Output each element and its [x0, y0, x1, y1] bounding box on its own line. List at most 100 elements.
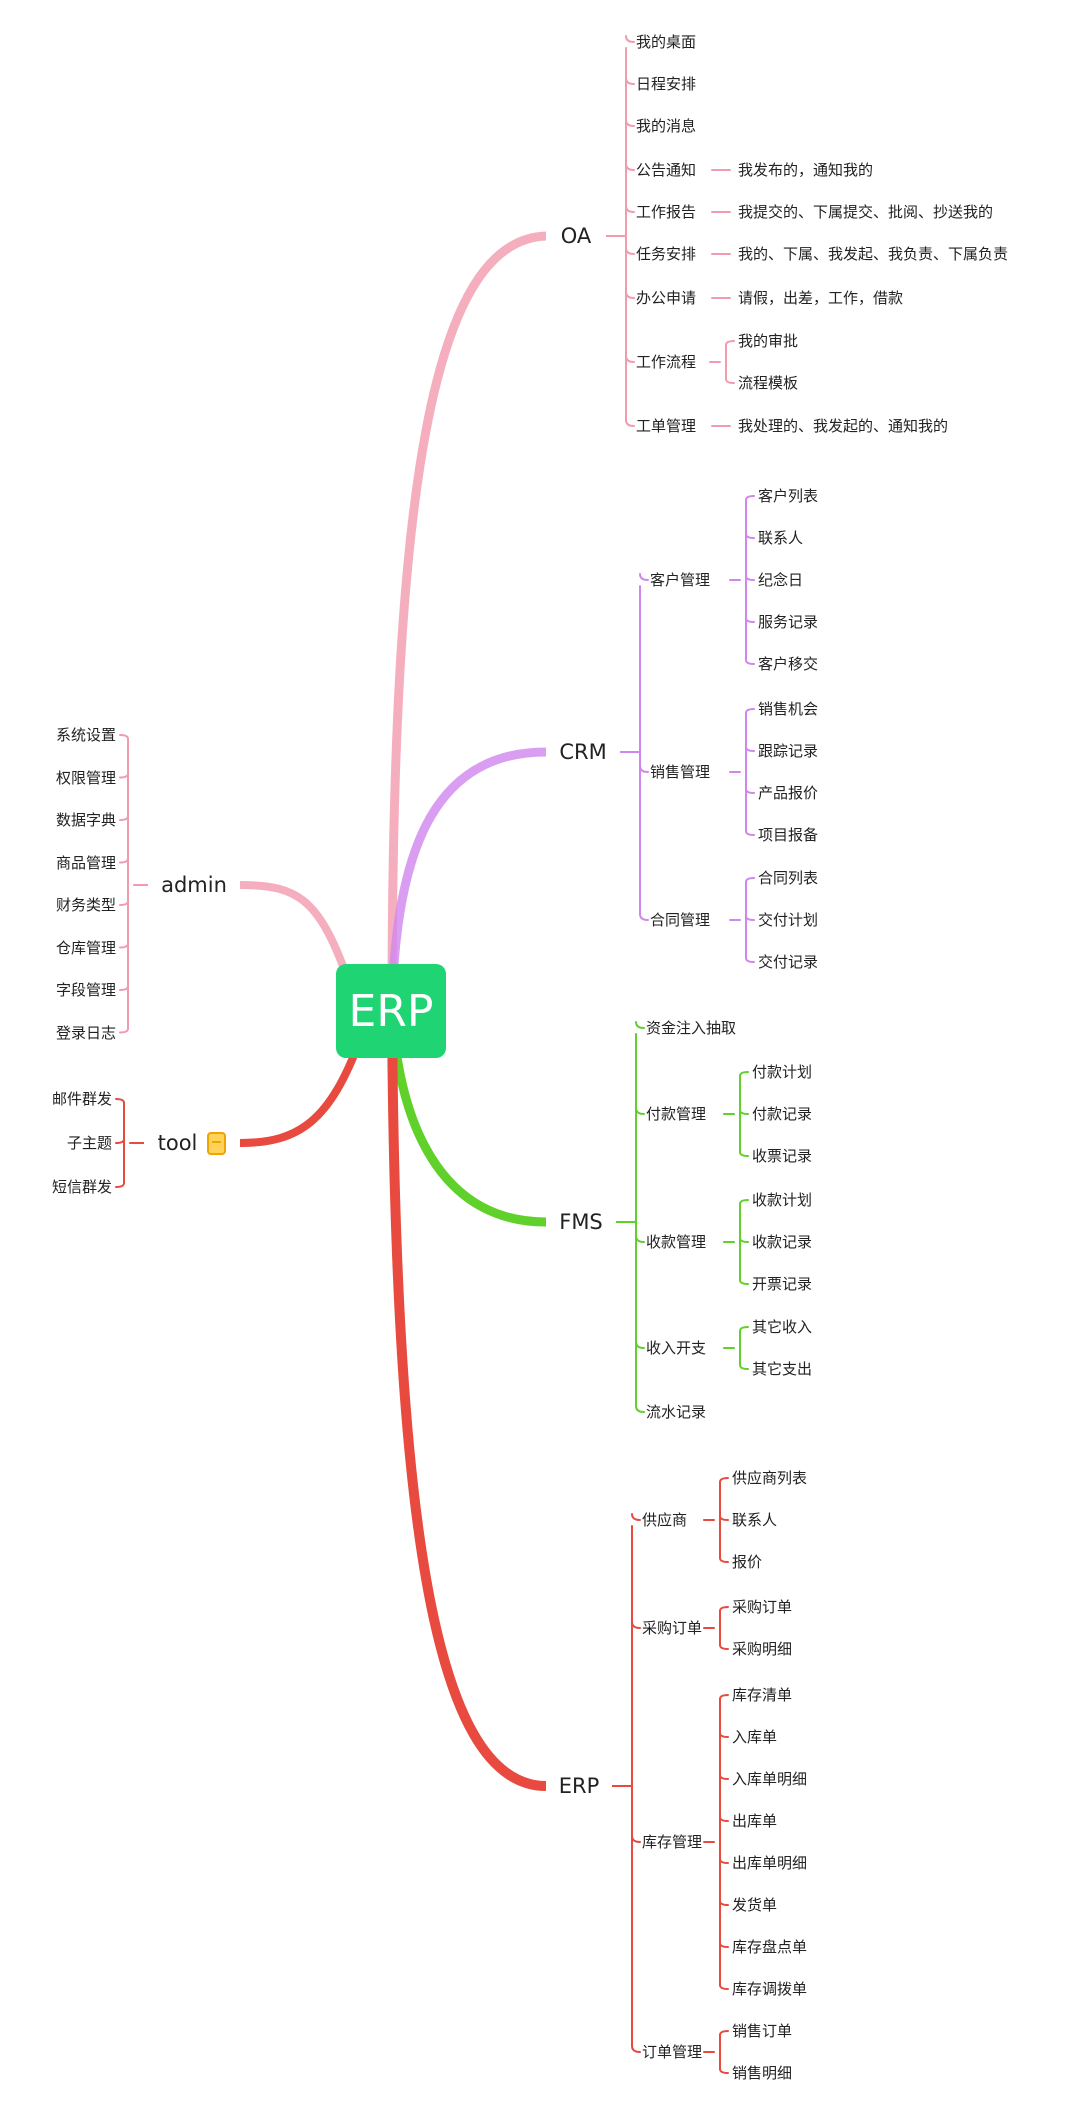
child-erp-2-2[interactable]: 入库单明细 — [732, 1770, 808, 1788]
child-crm-2-2[interactable]: 交付记录 — [758, 953, 819, 971]
child-stem-fms-3-1 — [739, 1364, 749, 1370]
child-erp-0-1[interactable]: 联系人 — [732, 1511, 778, 1529]
child-fms-2-1[interactable]: 收款记录 — [752, 1233, 813, 1251]
left-item-admin-0[interactable]: 系统设置 — [55, 726, 116, 744]
left-stem-tool-1 — [115, 1138, 125, 1144]
item-erp-2[interactable]: 库存管理 — [642, 1833, 703, 1851]
child-fms-2-2[interactable]: 开票记录 — [752, 1275, 813, 1293]
branch-node-tool[interactable]: tool — [144, 1118, 240, 1168]
child-crm-2-0[interactable]: 合同列表 — [758, 869, 819, 887]
child-crm-1-3[interactable]: 项目报备 — [758, 826, 819, 844]
child-fms-1-0[interactable]: 付款计划 — [752, 1063, 813, 1081]
child-fms-2-0[interactable]: 收款计划 — [752, 1191, 813, 1209]
item-erp-1[interactable]: 采购订单 — [642, 1619, 703, 1637]
left-item-admin-7[interactable]: 登录日志 — [55, 1023, 116, 1042]
child-erp-3-0[interactable]: 销售订单 — [732, 2022, 793, 2040]
child-crm-1-2[interactable]: 产品报价 — [758, 784, 819, 802]
child-erp-2-3[interactable]: 出库单 — [732, 1812, 778, 1830]
child-oa-7-1[interactable]: 流程模板 — [738, 374, 799, 392]
child-oa-5-0[interactable]: 我的、下属、我发起、我负责、下属负责 — [738, 245, 1009, 263]
item-oa-0[interactable]: 我的桌面 — [636, 33, 697, 51]
child-erp-1-0[interactable]: 采购订单 — [732, 1598, 793, 1616]
item-oa-1[interactable]: 日程安排 — [636, 75, 697, 93]
child-erp-2-4[interactable]: 出库单明细 — [732, 1854, 808, 1872]
child-oa-6-0[interactable]: 请假，出差，工作，借款 — [738, 289, 904, 307]
item-oa-7[interactable]: 工作流程 — [636, 353, 697, 371]
child-erp-2-0[interactable]: 库存清单 — [732, 1686, 793, 1704]
left-stem-admin-0 — [119, 734, 129, 740]
ribbon-tool — [236, 1036, 364, 1147]
left-item-admin-2[interactable]: 数据字典 — [55, 811, 116, 829]
stem-oa-4 — [625, 205, 635, 213]
child-crm-0-4[interactable]: 客户移交 — [758, 655, 819, 673]
item-erp-0[interactable]: 供应商 — [642, 1511, 688, 1529]
item-oa-4[interactable]: 工作报告 — [636, 203, 697, 221]
child-crm-0-2[interactable]: 纪念日 — [758, 571, 804, 589]
child-erp-3-1[interactable]: 销售明细 — [732, 2064, 793, 2082]
note-icon — [207, 1131, 227, 1155]
child-erp-2-5[interactable]: 发货单 — [732, 1896, 778, 1914]
child-stem-erp-0-0 — [719, 1477, 729, 1483]
child-oa-3-0[interactable]: 我发布的，通知我的 — [738, 161, 874, 179]
item-oa-3[interactable]: 公告通知 — [636, 161, 697, 179]
child-fms-1-2[interactable]: 收票记录 — [752, 1147, 813, 1165]
child-crm-1-0[interactable]: 销售机会 — [758, 700, 819, 718]
item-crm-1[interactable]: 销售管理 — [650, 763, 711, 781]
item-fms-2[interactable]: 收款管理 — [646, 1233, 707, 1251]
child-oa-4-0[interactable]: 我提交的、下属提交、批阅、抄送我的 — [738, 203, 994, 221]
item-fms-3[interactable]: 收入开支 — [646, 1339, 707, 1357]
left-item-admin-6[interactable]: 字段管理 — [55, 981, 116, 999]
branch-label-oa: OA — [560, 224, 592, 248]
branch-node-fms[interactable]: FMS — [546, 1198, 616, 1246]
item-oa-2[interactable]: 我的消息 — [636, 117, 697, 135]
left-stem-admin-7 — [119, 1027, 129, 1034]
child-fms-3-0[interactable]: 其它收入 — [752, 1318, 813, 1336]
stem-fms-2 — [635, 1235, 645, 1243]
child-crm-2-1[interactable]: 交付计划 — [758, 911, 819, 929]
child-fms-1-1[interactable]: 付款记录 — [752, 1105, 813, 1123]
child-crm-0-0[interactable]: 客户列表 — [758, 487, 819, 505]
child-erp-0-0[interactable]: 供应商列表 — [732, 1469, 808, 1487]
left-item-tool-0[interactable]: 邮件群发 — [51, 1090, 112, 1108]
item-oa-6[interactable]: 办公申请 — [636, 289, 697, 307]
branch-node-admin[interactable]: admin — [148, 860, 240, 910]
child-crm-0-3[interactable]: 服务记录 — [758, 613, 819, 631]
child-oa-7-0[interactable]: 我的审批 — [738, 332, 799, 350]
item-fms-1[interactable]: 付款管理 — [646, 1105, 707, 1123]
item-oa-5[interactable]: 任务安排 — [636, 245, 697, 263]
child-erp-2-7[interactable]: 库存调拨单 — [732, 1980, 808, 1998]
child-stem-erp-1-1 — [719, 1644, 729, 1650]
child-erp-1-1[interactable]: 采购明细 — [732, 1640, 793, 1658]
child-oa-8-0[interactable]: 我处理的、我发起的、通知我的 — [738, 417, 949, 435]
child-erp-2-1[interactable]: 入库单 — [732, 1728, 778, 1746]
left-item-admin-3[interactable]: 商品管理 — [55, 853, 116, 872]
left-stem-admin-1 — [119, 772, 129, 779]
child-crm-0-1[interactable]: 联系人 — [758, 529, 804, 547]
child-crm-1-1[interactable]: 跟踪记录 — [758, 742, 819, 760]
branch-label-crm: CRM — [559, 740, 607, 764]
left-item-admin-5[interactable]: 仓库管理 — [55, 938, 116, 957]
child-erp-0-2[interactable]: 报价 — [732, 1553, 763, 1571]
ribbon-admin — [236, 881, 354, 989]
branch-node-oa[interactable]: OA — [546, 212, 606, 260]
item-crm-2[interactable]: 合同管理 — [650, 911, 711, 929]
branch-node-erp[interactable]: ERP — [546, 1762, 612, 1810]
left-item-tool-1[interactable]: 子主题 — [66, 1134, 112, 1152]
child-stem-erp-2-1 — [719, 1732, 729, 1738]
left-item-admin-4[interactable]: 财务类型 — [55, 896, 116, 914]
item-crm-0[interactable]: 客户管理 — [650, 571, 711, 589]
child-erp-2-6[interactable]: 库存盘点单 — [732, 1938, 808, 1956]
item-oa-8[interactable]: 工单管理 — [636, 417, 697, 435]
stem-oa-8 — [625, 419, 635, 427]
item-fms-0[interactable]: 资金注入抽取 — [646, 1019, 737, 1037]
child-stem-crm-0-2 — [745, 575, 755, 581]
item-fms-4[interactable]: 流水记录 — [646, 1403, 707, 1421]
left-item-admin-1[interactable]: 权限管理 — [55, 768, 116, 787]
stem-fms-3 — [635, 1341, 645, 1349]
root-node[interactable]: ERP — [336, 964, 446, 1058]
item-erp-3[interactable]: 订单管理 — [642, 2043, 703, 2061]
child-fms-3-1[interactable]: 其它支出 — [752, 1360, 813, 1378]
child-stem-erp-3-1 — [719, 2068, 729, 2074]
branch-node-crm[interactable]: CRM — [546, 728, 620, 776]
left-item-tool-2[interactable]: 短信群发 — [51, 1178, 112, 1196]
